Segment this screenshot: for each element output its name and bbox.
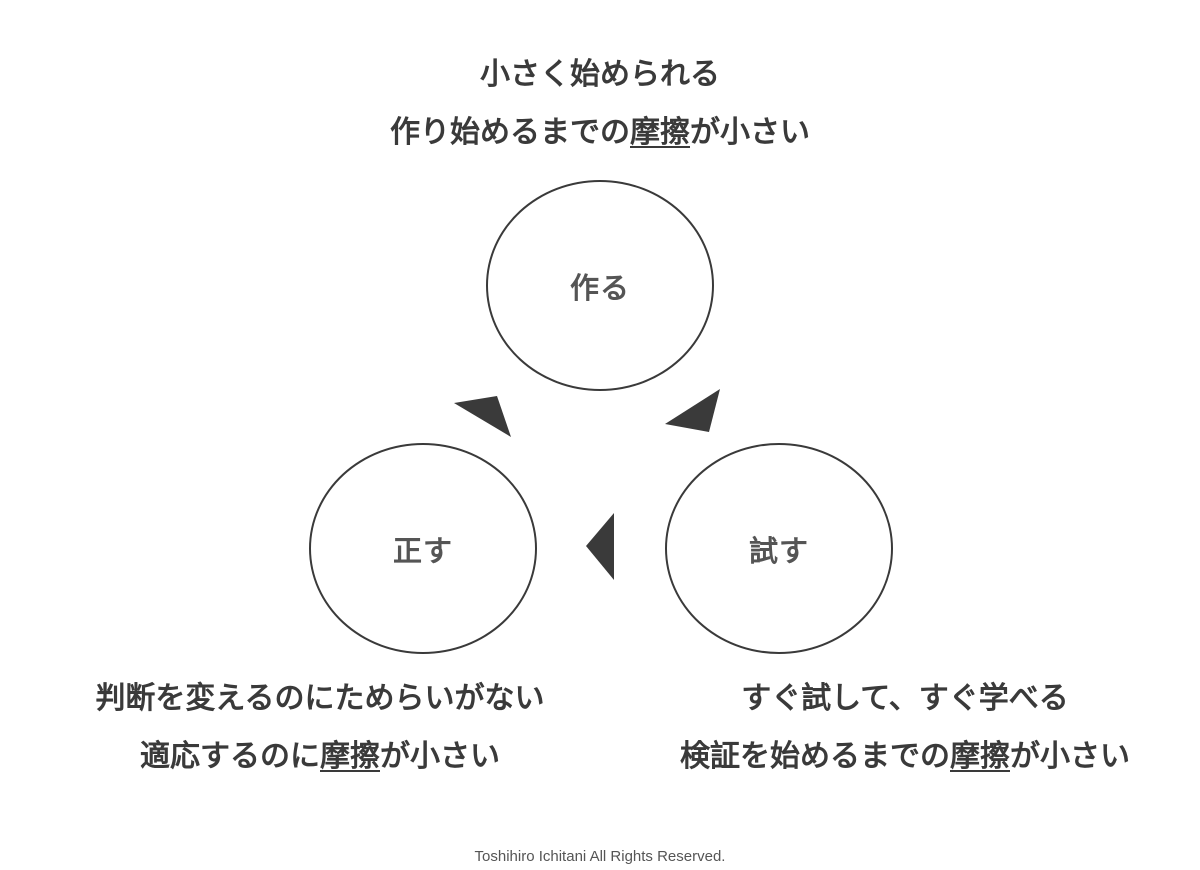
right-caption-line-1: すぐ試して、すぐ学べる xyxy=(741,681,1069,716)
copyright-footer: Toshihiro Ichitani All Rights Reserved. xyxy=(474,848,726,865)
top-caption: 小さく始められる 作り始めるまでの摩擦が小さい xyxy=(300,57,900,151)
left-caption-line-2-start: 適応するのに xyxy=(140,739,320,774)
right-caption-underlined-word: 摩擦 xyxy=(950,739,1010,774)
arrow-make-to-try xyxy=(665,389,720,432)
make-label: 作る xyxy=(569,270,630,305)
arrow-try-to-fix xyxy=(586,513,614,580)
try-circle: 試す xyxy=(665,443,893,654)
top-caption-line-1: 小さく始められる xyxy=(480,57,720,92)
top-caption-underlined-word: 摩擦 xyxy=(630,115,690,150)
left-caption-underlined-word: 摩擦 xyxy=(320,739,380,774)
left-caption-line-2: 適応するのに摩擦が小さい xyxy=(20,739,620,775)
right-caption-line-2: 検証を始めるまでの摩擦が小さい xyxy=(600,739,1200,775)
right-caption: すぐ試して、すぐ学べる 検証を始めるまでの摩擦が小さい xyxy=(600,681,1200,775)
left-caption-line-2-end: が小さい xyxy=(380,739,500,774)
try-label: 試す xyxy=(748,533,809,568)
left-caption: 判断を変えるのにためらいがない 適応するのに摩擦が小さい xyxy=(20,681,620,775)
top-caption-line-2-start: 作り始めるまでの xyxy=(390,115,630,150)
fix-label: 正す xyxy=(392,533,453,568)
right-caption-line-2-end: が小さい xyxy=(1010,739,1130,774)
top-caption-line-2: 作り始めるまでの摩擦が小さい xyxy=(300,115,900,151)
right-caption-line-2-start: 検証を始めるまでの xyxy=(680,739,950,774)
fix-circle: 正す xyxy=(309,443,537,654)
top-caption-line-2-end: が小さい xyxy=(690,115,810,150)
left-caption-line-1: 判断を変えるのにためらいがない xyxy=(95,681,545,716)
arrow-fix-to-make xyxy=(454,396,511,437)
make-circle: 作る xyxy=(486,180,714,391)
